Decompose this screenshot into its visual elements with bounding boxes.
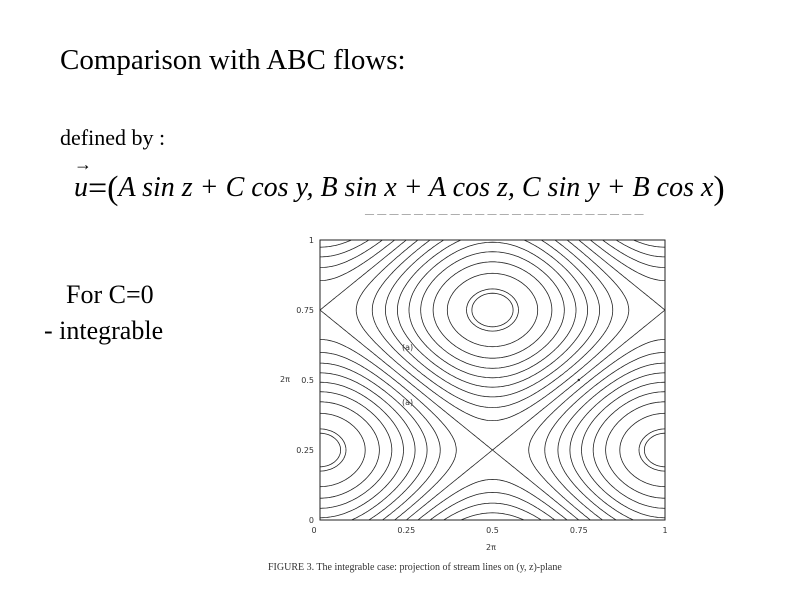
annotation-lower: (a): [402, 398, 413, 407]
stream-line-14: [319, 381, 666, 519]
stream-line-15: [319, 391, 666, 509]
annotation-upper: (a): [402, 343, 413, 352]
stream-line-5: [397, 239, 588, 521]
stream-line-plot: 1 0.75 0.5 0.25 0 0.25 0.5 0.75 1 0 2π 2π (a) (a…: [280, 236, 668, 552]
defined-by-label: defined by :: [60, 125, 166, 150]
stream-lines: [319, 239, 666, 521]
equation-term-3: C sin y + B cos x: [521, 172, 714, 203]
equation-open: =(: [88, 170, 119, 207]
stream-line-2: [432, 261, 553, 359]
equation-term-2: B sin x + A cos z,: [320, 172, 515, 203]
y-tick-label: 0.25: [296, 446, 314, 455]
stream-line-6: [385, 239, 600, 521]
stream-line-figure: 1 0.75 0.5 0.25 0 0.25 0.5 0.75 1 0 2π 2π (a) (a…: [270, 225, 750, 585]
x-tick-label: 0.5: [486, 526, 499, 535]
x-tick-label: 0.75: [570, 526, 588, 535]
stream-line-18: [319, 428, 666, 472]
stream-line-4: [408, 241, 577, 379]
plot-frame: [319, 239, 666, 521]
stream-line-0: [466, 288, 519, 332]
stream-line-12: [320, 239, 665, 521]
slide-title: Comparison with ABC flows:: [60, 44, 406, 76]
stream-line-19: [471, 292, 514, 328]
figure-caption: FIGURE 3. The integrable case: projectio…: [268, 562, 562, 573]
y-tick-label: 0.75: [296, 306, 314, 315]
stream-line-1: [446, 272, 539, 348]
x-tick-label: 0.25: [397, 526, 415, 535]
y-ticks: 1 0.75 0.5 0.25 0: [296, 236, 314, 525]
x-ticks: 0.25 0.5 0.75 1 0: [311, 526, 667, 535]
x-tick-label: 1: [662, 526, 667, 535]
y-tick-label: 1: [309, 236, 314, 245]
y-axis-label: 2π: [280, 375, 290, 384]
stream-line-17: [319, 412, 666, 488]
equation-close: ): [713, 170, 725, 207]
stream-line-8: [355, 239, 630, 521]
for-c-zero-label: For C=0: [66, 280, 154, 309]
elliptic-point-dot: [577, 378, 580, 382]
stream-line-9: [319, 239, 666, 521]
velocity-vector-symbol: u: [74, 154, 92, 204]
equation-term-1: A sin z + C cos y,: [118, 172, 314, 203]
y-tick-label: 0.5: [301, 376, 314, 385]
y-tick-label: 0: [309, 516, 314, 525]
stream-line-11: [319, 239, 666, 521]
stream-line-7: [371, 239, 614, 521]
abc-flow-equation: u=(A sin z + C cos y, B sin x + A cos z,…: [74, 154, 725, 208]
x-axis-label: 2π: [486, 543, 496, 552]
x-tick-origin: 0: [311, 526, 316, 535]
stream-line-16: [320, 401, 665, 499]
integrable-label: - integrable: [44, 316, 164, 345]
figure-header-text: — — — — — — — — — — — — — — — — — — — — …: [365, 209, 644, 219]
stream-line-10: [319, 239, 666, 521]
stream-line-3: [420, 251, 565, 369]
stream-line-20: [319, 432, 666, 468]
stream-line-13: [319, 239, 666, 521]
